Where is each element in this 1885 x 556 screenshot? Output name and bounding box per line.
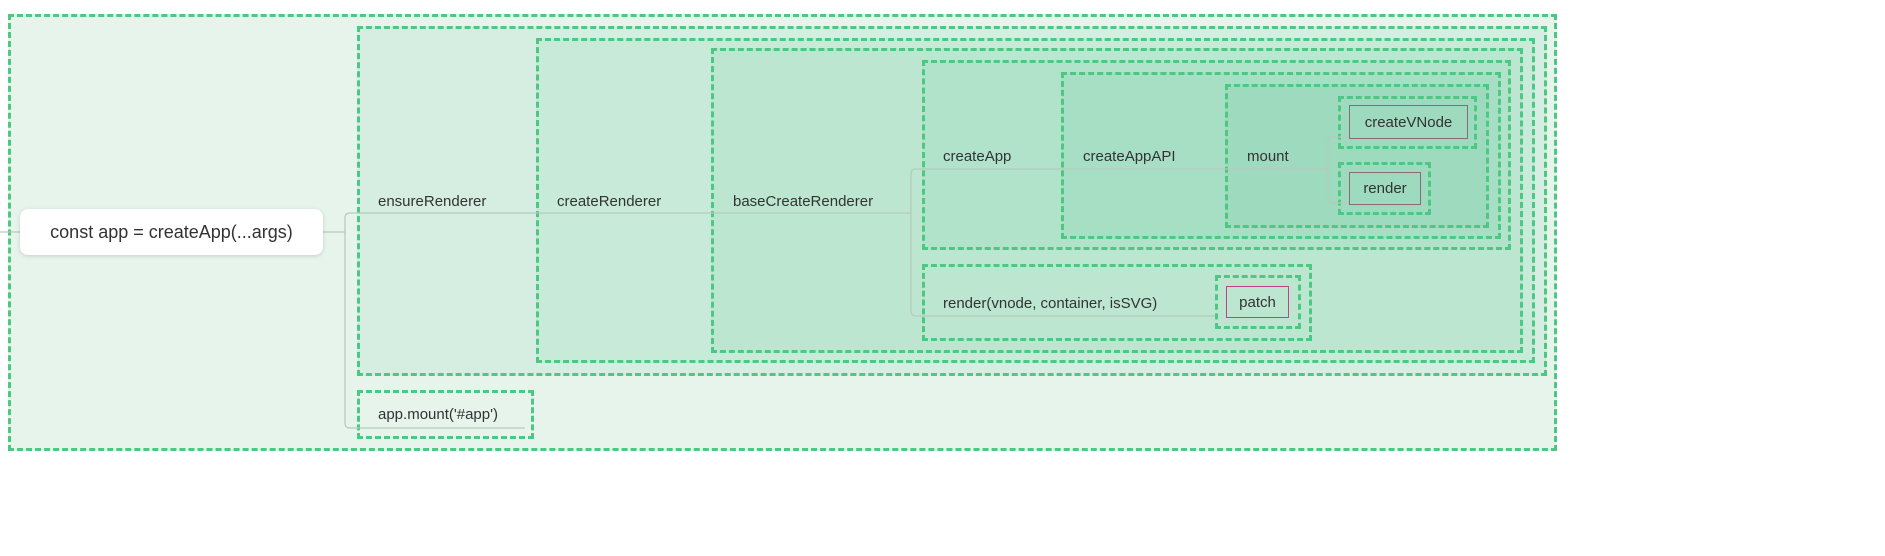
render-fn-group <box>922 264 1312 341</box>
node-mount[interactable]: mount <box>1247 148 1289 165</box>
connector <box>323 212 883 233</box>
node-ensure-renderer[interactable]: ensureRenderer <box>378 193 487 210</box>
connector <box>883 168 1322 214</box>
render-group <box>1338 162 1431 215</box>
node-app-mount[interactable]: app.mount('#app') <box>378 406 498 423</box>
patch-group <box>1215 275 1301 329</box>
node-create-renderer[interactable]: createRenderer <box>557 193 662 210</box>
mount-group <box>1225 84 1489 228</box>
connector <box>1322 136 1349 170</box>
node-render[interactable]: render <box>1349 172 1421 205</box>
node-create-app-api[interactable]: createAppAPI <box>1083 148 1176 165</box>
connector <box>344 232 525 429</box>
root-node[interactable]: const app = createApp(...args) <box>20 209 323 255</box>
create-vnode-group <box>1338 96 1477 149</box>
app-mount-group <box>357 390 534 439</box>
connector <box>910 213 1215 317</box>
connector <box>1327 169 1349 204</box>
node-patch[interactable]: patch <box>1226 286 1289 318</box>
node-base-create-renderer[interactable]: baseCreateRenderer <box>733 193 874 210</box>
node-create-app[interactable]: createApp <box>943 148 1012 165</box>
node-create-vnode[interactable]: createVNode <box>1349 105 1468 139</box>
node-render-fn[interactable]: render(vnode, container, isSVG) <box>943 295 1158 312</box>
